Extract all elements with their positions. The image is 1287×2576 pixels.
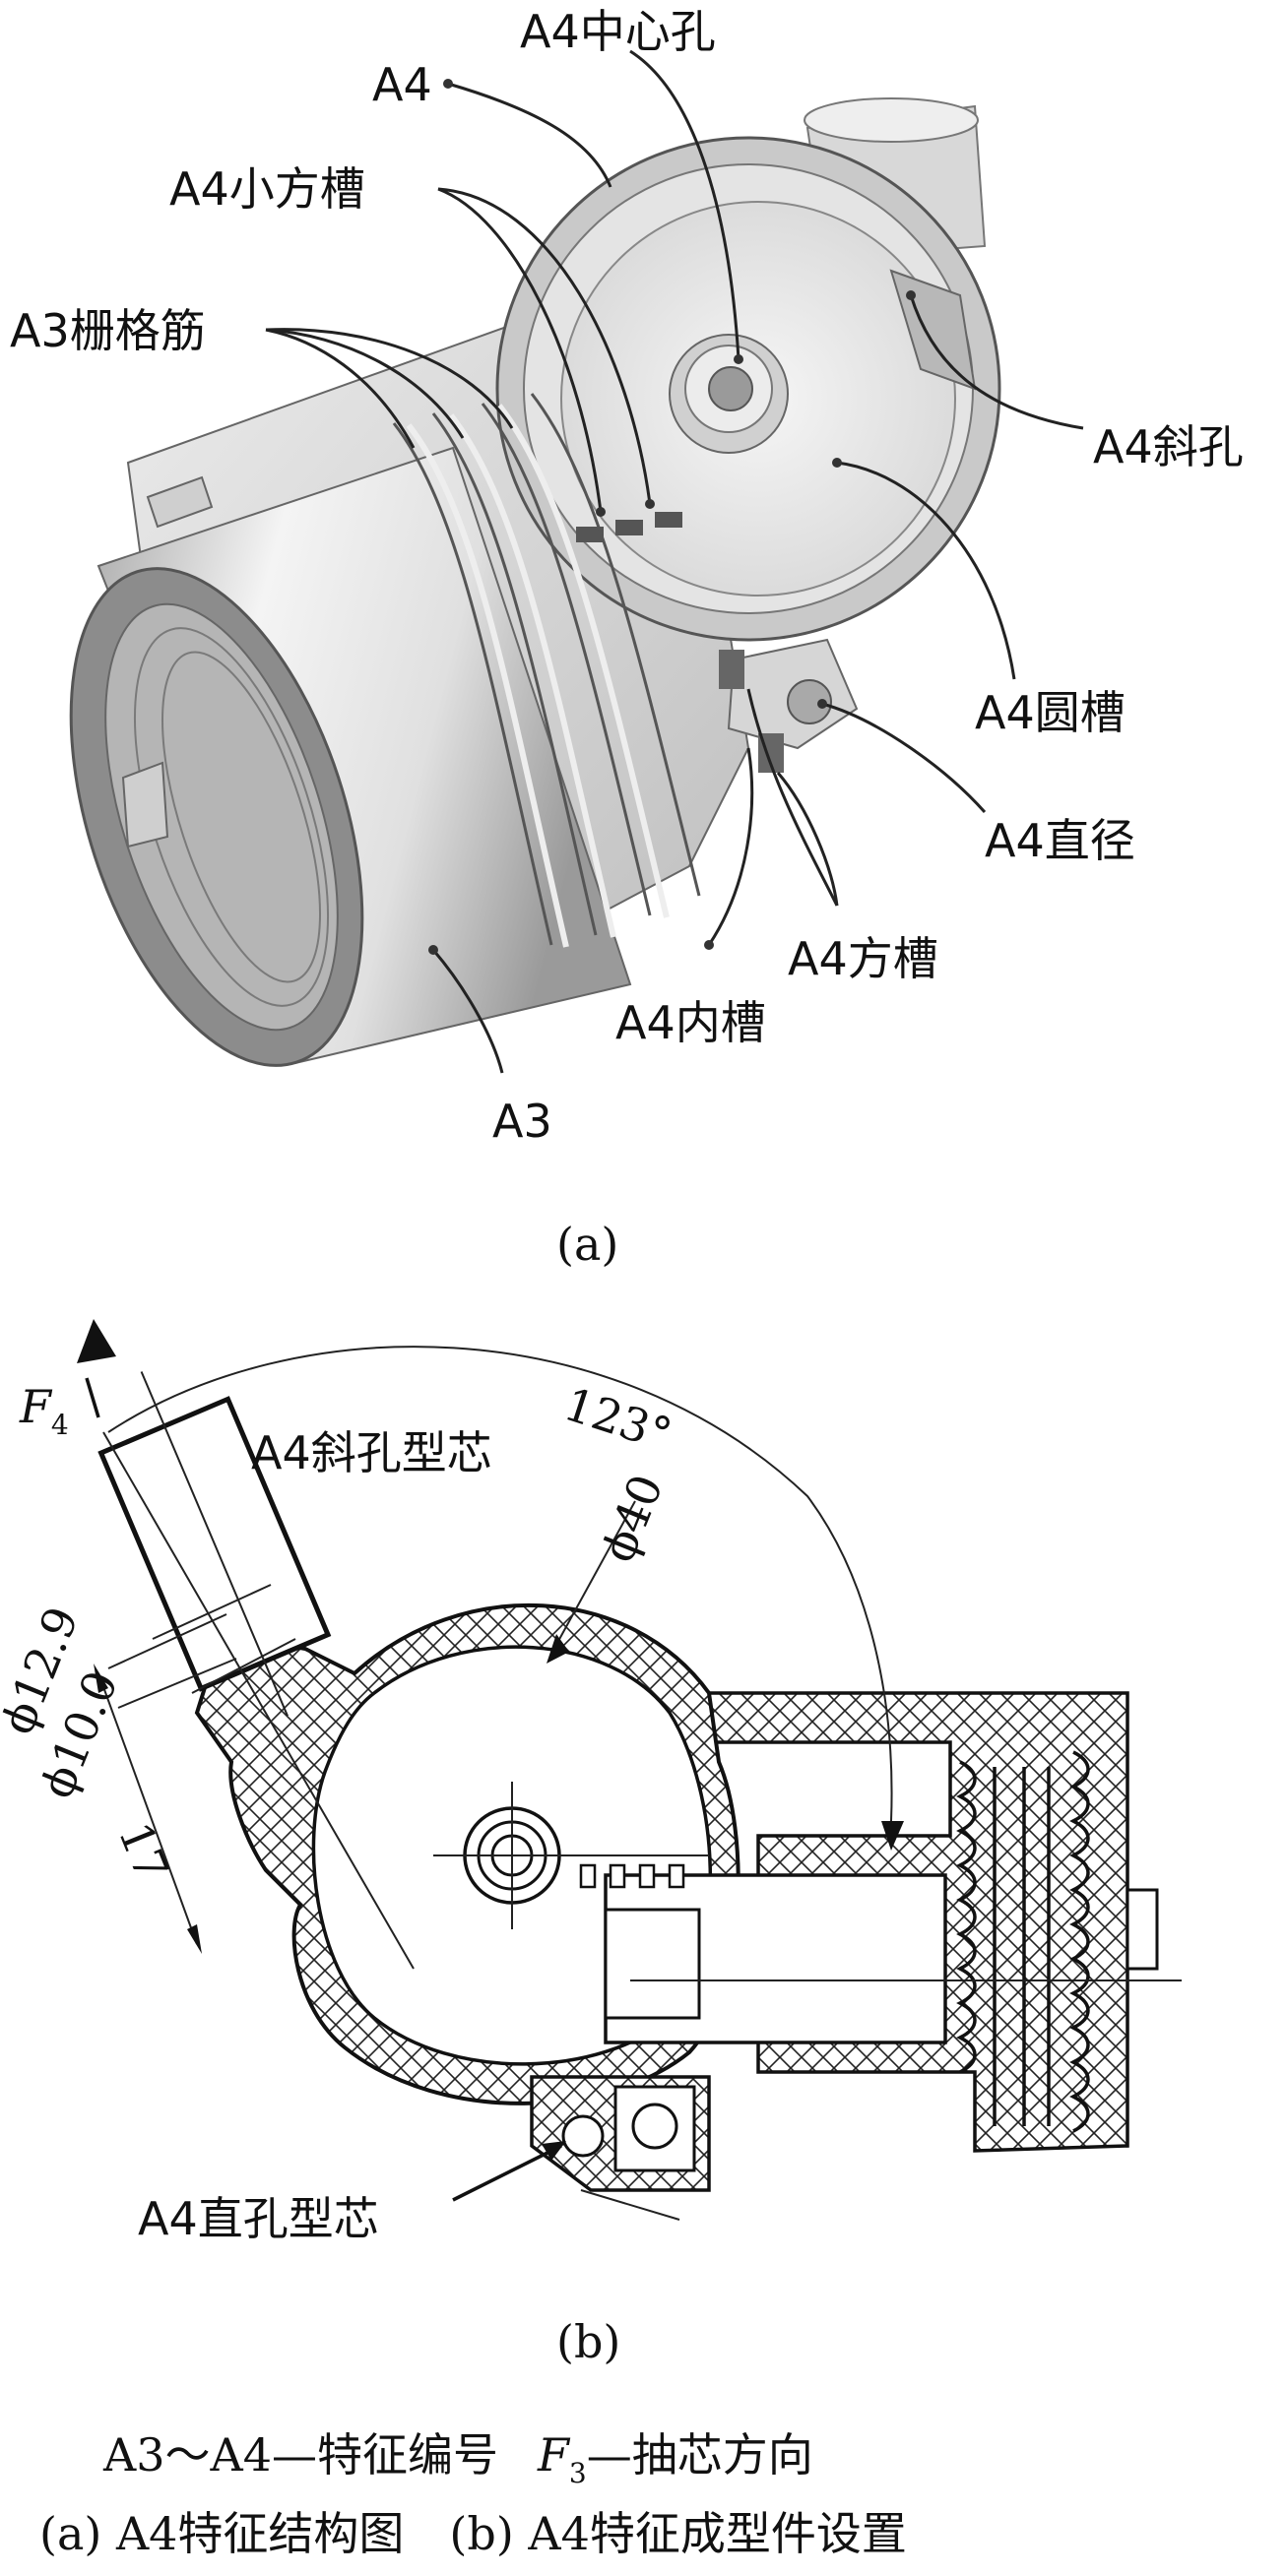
a4-small-square-slots (576, 512, 682, 542)
legend-line-2: (a) A4特征结构图 (b) A4特征成型件设置 (39, 2507, 907, 2560)
center-hole-drawing (433, 1782, 709, 1929)
a4-diameter-hole (787, 679, 832, 724)
label-a3-grid-rib: A3栅格筋 (10, 304, 206, 357)
angle-arc-arrowhead (881, 1821, 904, 1851)
oblique-hole-core (97, 1371, 332, 1717)
label-a4-square-slot: A4方槽 (788, 932, 938, 985)
small-teeth (579, 1863, 685, 1889)
thread-profile (956, 1750, 1090, 2133)
straight-hole-core (530, 2075, 711, 2221)
a4-square-slots (719, 650, 784, 773)
label-a4-center-hole: A4中心孔 (520, 5, 716, 58)
a3-grid-ribs (392, 393, 701, 948)
a4-center-hole (708, 366, 753, 411)
label-force-f4: F4 (19, 1380, 69, 1441)
part-b-labels: F4 123° A4斜孔型芯 ϕ40 ϕ12.9 ϕ10.0 17 A4直孔型芯… (0, 1377, 678, 2368)
dim-17-line (94, 1664, 202, 1954)
part-a-leaders (265, 49, 1084, 1074)
a3-tab (121, 761, 169, 848)
a3-top-tab (146, 475, 214, 529)
part-a-rendering (69, 97, 1001, 1067)
caption-b: (b) (556, 2315, 620, 2368)
label-oblique-core: A4斜孔型芯 (251, 1426, 492, 1479)
straight-core-leader (452, 2144, 562, 2202)
phi40-leader (550, 1500, 636, 1655)
label-a3: A3 (492, 1095, 552, 1148)
label-a4: A4 (372, 58, 432, 111)
part-a-labels: A4 A4中心孔 A4小方槽 A3栅格筋 A4斜孔 A4圆槽 A4直径 A4方槽… (10, 5, 1244, 1271)
label-straight-core: A4直孔型芯 (138, 2192, 379, 2245)
top-boss-end (804, 97, 979, 143)
label-angle-123: 123° (558, 1377, 678, 1462)
label-a4-inner-slot: A4内槽 (615, 996, 766, 1049)
oblique-diameter-dims (107, 1584, 296, 1709)
f4-arrow (77, 1319, 415, 1970)
part-b-drawing (77, 1319, 1182, 2221)
label-dim-17: 17 (108, 1815, 179, 1889)
label-a4-round-slot: A4圆槽 (975, 686, 1126, 739)
label-a4-oblique-hole: A4斜孔 (1093, 420, 1244, 473)
label-phi40: ϕ40 (591, 1468, 674, 1570)
a3-thread-lines (133, 627, 330, 1007)
label-a4-diameter: A4直径 (985, 814, 1135, 867)
housing-right-lug (1126, 1888, 1159, 1971)
caption-a: (a) (556, 1218, 618, 1271)
core-step (604, 1908, 701, 2020)
label-a4-small-square-slot: A4小方槽 (169, 162, 365, 216)
angle-arc-123 (107, 1346, 893, 1822)
